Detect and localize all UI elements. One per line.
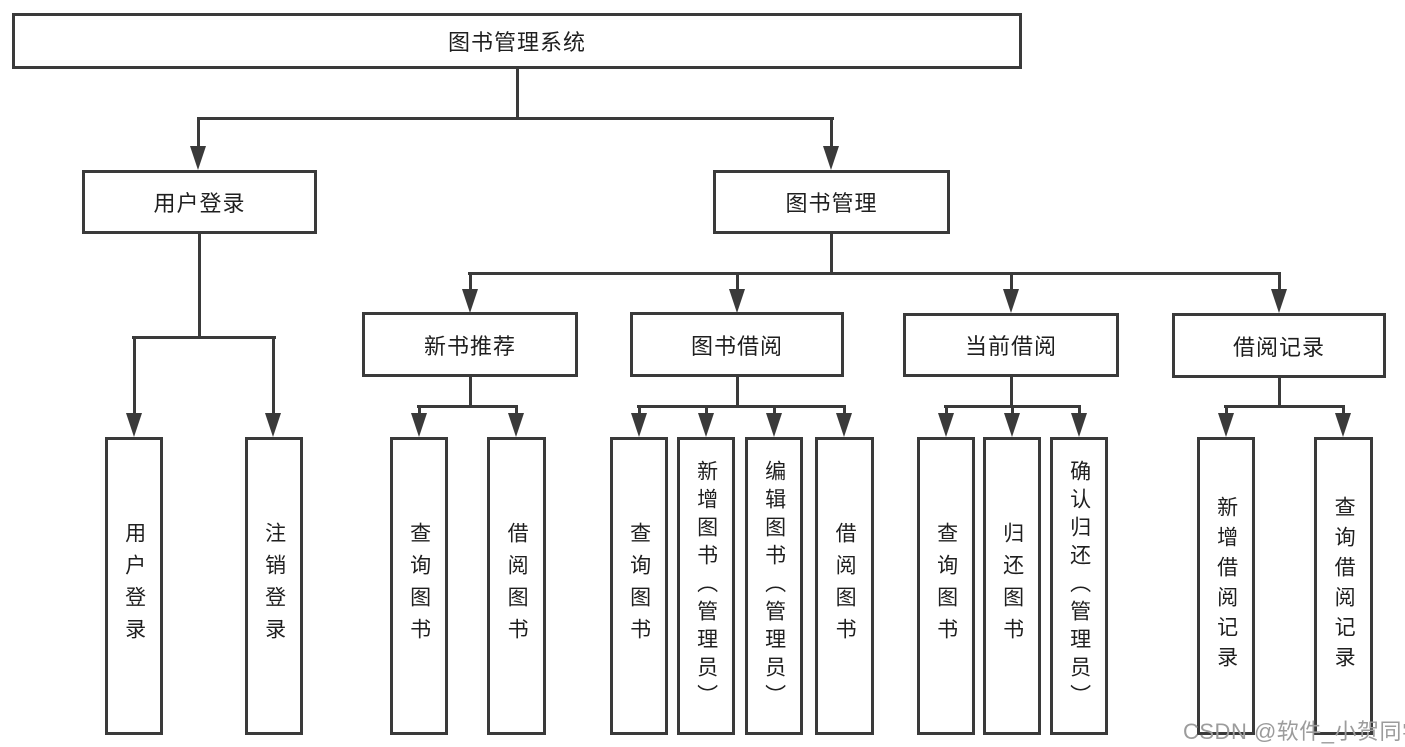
leaf-label: 新增借阅记录 — [1214, 496, 1238, 676]
arrowhead-leaf-login — [126, 413, 142, 437]
arrowhead-nbr-borrow — [508, 413, 524, 437]
connector-drop-cb-return — [1011, 405, 1014, 417]
connector-drop-bb-add — [705, 405, 708, 417]
arrowhead-borrow-record — [1271, 289, 1287, 313]
leaf-label: 借阅图书 — [505, 522, 529, 650]
arrowhead-nbr-query — [411, 413, 427, 437]
leaf-label: 查询图书 — [627, 522, 651, 650]
arrowhead-current-borrow — [1003, 289, 1019, 313]
connector-drop-leaf-login — [133, 336, 136, 418]
connector-drop-user-login — [197, 117, 200, 149]
connector-book-mgmt-stem — [830, 233, 833, 275]
arrowhead-cb-query — [938, 413, 954, 437]
connector-drop-nbr-borrow — [515, 405, 518, 417]
leaf-bb-add-books-admin: 新增图书（管理员） — [677, 437, 735, 735]
leaf-br-query-record: 查询借阅记录 — [1314, 437, 1373, 735]
connector-br-bar — [1224, 405, 1345, 408]
connector-bb-stem — [736, 376, 739, 408]
connector-drop-nbr-query — [418, 405, 421, 417]
connector-level3-bar — [468, 272, 1281, 275]
node-user-login: 用户登录 — [82, 170, 317, 234]
leaf-cb-return-books: 归还图书 — [983, 437, 1041, 735]
connector-user-login-bar — [132, 336, 276, 339]
arrowhead-book-borrow — [729, 289, 745, 313]
node-label: 用户登录 — [153, 191, 246, 216]
arrowhead-br-add — [1218, 413, 1234, 437]
leaf-label: 用户登录 — [122, 522, 146, 650]
connector-cb-stem — [1010, 377, 1013, 408]
node-borrow-records: 借阅记录 — [1172, 313, 1386, 378]
leaf-br-add-record: 新增借阅记录 — [1197, 437, 1255, 735]
connector-level2-bar — [197, 117, 834, 120]
leaf-label: 查询图书 — [934, 522, 958, 650]
leaf-label: 查询图书 — [407, 522, 431, 650]
arrowhead-bb-query — [631, 413, 647, 437]
connector-drop-borrow-record — [1278, 272, 1281, 294]
leaf-label: 编辑图书（管理员） — [762, 460, 786, 712]
leaf-nbr-borrow-books: 借阅图书 — [487, 437, 546, 735]
arrowhead-bb-borrow — [836, 413, 852, 437]
leaf-nbr-query-books: 查询图书 — [390, 437, 448, 735]
leaf-bb-borrow-books: 借阅图书 — [815, 437, 874, 735]
connector-drop-current-borrow — [1010, 272, 1013, 294]
connector-nbr-bar — [417, 405, 518, 408]
leaf-label: 归还图书 — [1000, 522, 1024, 650]
connector-drop-cb-query — [945, 405, 948, 417]
arrowhead-new-book-rec — [462, 289, 478, 313]
arrowhead-bb-edit — [766, 413, 782, 437]
leaf-label: 注销登录 — [262, 522, 286, 650]
connector-drop-new-book-rec — [469, 272, 472, 294]
connector-drop-leaf-logout — [272, 336, 275, 418]
node-new-book-recommend: 新书推荐 — [362, 312, 578, 377]
node-book-management: 图书管理 — [713, 170, 950, 234]
connector-user-login-stem — [198, 233, 201, 339]
leaf-cb-confirm-return-admin: 确认归还（管理员） — [1050, 437, 1108, 735]
leaf-user-login: 用户登录 — [105, 437, 163, 735]
node-label: 借阅记录 — [1232, 334, 1325, 360]
node-label: 图书管理 — [785, 191, 878, 216]
leaf-label: 借阅图书 — [833, 522, 857, 650]
node-label: 图书借阅 — [690, 333, 783, 359]
leaf-label: 确认归还（管理员） — [1067, 460, 1091, 712]
leaf-label: 新增图书（管理员） — [694, 460, 718, 712]
connector-nbr-stem — [469, 376, 472, 408]
leaf-bb-edit-books-admin: 编辑图书（管理员） — [745, 437, 803, 735]
arrowhead-user-login — [190, 146, 206, 170]
node-label: 新书推荐 — [423, 333, 516, 359]
node-current-borrowing: 当前借阅 — [903, 313, 1119, 377]
arrowhead-cb-return — [1004, 413, 1020, 437]
connector-root-stem — [516, 68, 519, 120]
connector-br-stem — [1278, 378, 1281, 408]
arrowhead-leaf-logout — [265, 413, 281, 437]
connector-drop-br-add — [1225, 405, 1228, 417]
leaf-logout: 注销登录 — [245, 437, 303, 735]
leaf-bb-query-books: 查询图书 — [610, 437, 668, 735]
arrowhead-br-query — [1335, 413, 1351, 437]
connector-drop-book-mgmt — [830, 117, 833, 149]
node-label: 当前借阅 — [964, 334, 1057, 359]
connector-drop-br-query — [1342, 405, 1345, 417]
node-book-borrowing: 图书借阅 — [630, 312, 844, 377]
arrowhead-book-mgmt — [823, 146, 839, 170]
arrowhead-cb-confirm — [1071, 413, 1087, 437]
connector-drop-bb-edit — [773, 405, 776, 417]
node-library-management-system: 图书管理系统 — [12, 13, 1022, 69]
leaf-cb-query-books: 查询图书 — [917, 437, 975, 735]
arrowhead-bb-add — [698, 413, 714, 437]
node-label: 图书管理系统 — [447, 30, 586, 55]
connector-drop-bb-borrow — [843, 405, 846, 417]
csdn-watermark: CSDN @软件_小贺同学 — [1183, 719, 1405, 744]
connector-bb-bar — [637, 405, 846, 408]
connector-drop-cb-confirm — [1078, 405, 1081, 417]
connector-drop-book-borrow — [736, 272, 739, 294]
connector-drop-bb-query — [638, 405, 641, 417]
leaf-label: 查询借阅记录 — [1332, 496, 1356, 676]
